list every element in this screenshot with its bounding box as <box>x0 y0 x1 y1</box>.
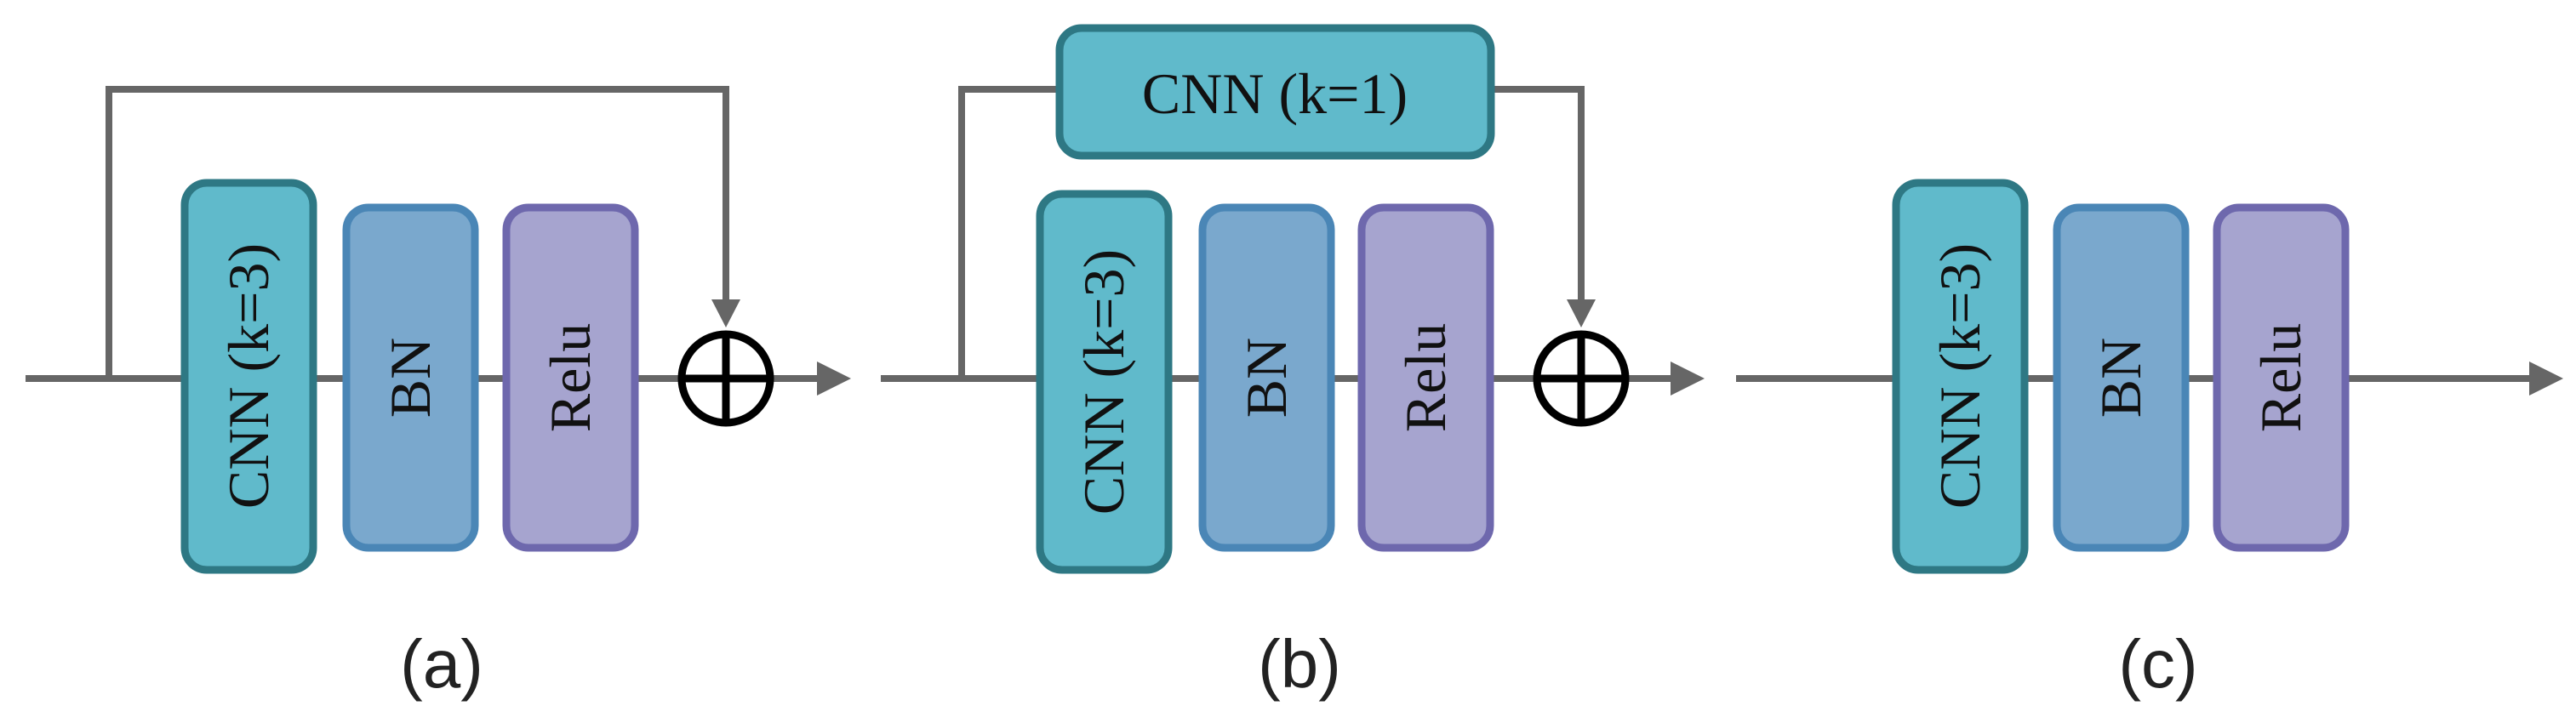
bn-label-b: BN <box>1234 338 1299 418</box>
output-arrowhead-b <box>1671 362 1705 396</box>
skip-arrowhead-b <box>1567 299 1596 327</box>
shortcut-path-b <box>958 86 1060 379</box>
bn-block-b <box>1198 203 1335 552</box>
caption-b: (b) <box>1258 626 1341 702</box>
cnn-k1-shortcut-block <box>1055 24 1495 160</box>
add-operator-b <box>1533 330 1630 427</box>
cnn-k3-block-a <box>180 179 317 574</box>
cnn-k3-label-a: CNN (k=3) <box>216 243 281 509</box>
panel-a: CNN (k=3) BN Relu (a) <box>26 86 851 702</box>
caption-a: (a) <box>400 626 483 702</box>
output-arrowhead-a <box>817 362 851 396</box>
panel-c: CNN (k=3) BN Relu (c) <box>1736 179 2563 702</box>
cnn-k3-block-c <box>1892 179 2029 574</box>
shortcut-path-b-out <box>1491 86 1585 306</box>
caption-c: (c) <box>2118 626 2197 702</box>
skip-connection-a <box>106 86 729 379</box>
relu-block-a <box>502 203 639 552</box>
cnn-k3-block-b <box>1036 190 1173 574</box>
bn-label-a: BN <box>378 338 443 418</box>
panel-b: CNN (k=1) CNN (k=3) BN Relu (b) <box>881 24 1705 702</box>
relu-label-c: Relu <box>2248 323 2313 432</box>
relu-block-b <box>1357 203 1494 552</box>
skip-arrowhead-a <box>711 299 740 327</box>
add-operator-a <box>677 330 774 427</box>
bn-block-a <box>342 203 479 552</box>
bn-label-c: BN <box>2088 338 2153 418</box>
cnn-k1-label: CNN (k=1) <box>1142 61 1408 126</box>
relu-block-c <box>2213 203 2350 552</box>
relu-label-b: Relu <box>1393 323 1458 432</box>
bn-block-c <box>2053 203 2190 552</box>
relu-label-a: Relu <box>538 323 603 432</box>
cnn-k3-label-b: CNN (k=3) <box>1071 249 1136 515</box>
cnn-k3-label-c: CNN (k=3) <box>1928 243 1992 509</box>
output-arrowhead-c <box>2529 362 2563 396</box>
